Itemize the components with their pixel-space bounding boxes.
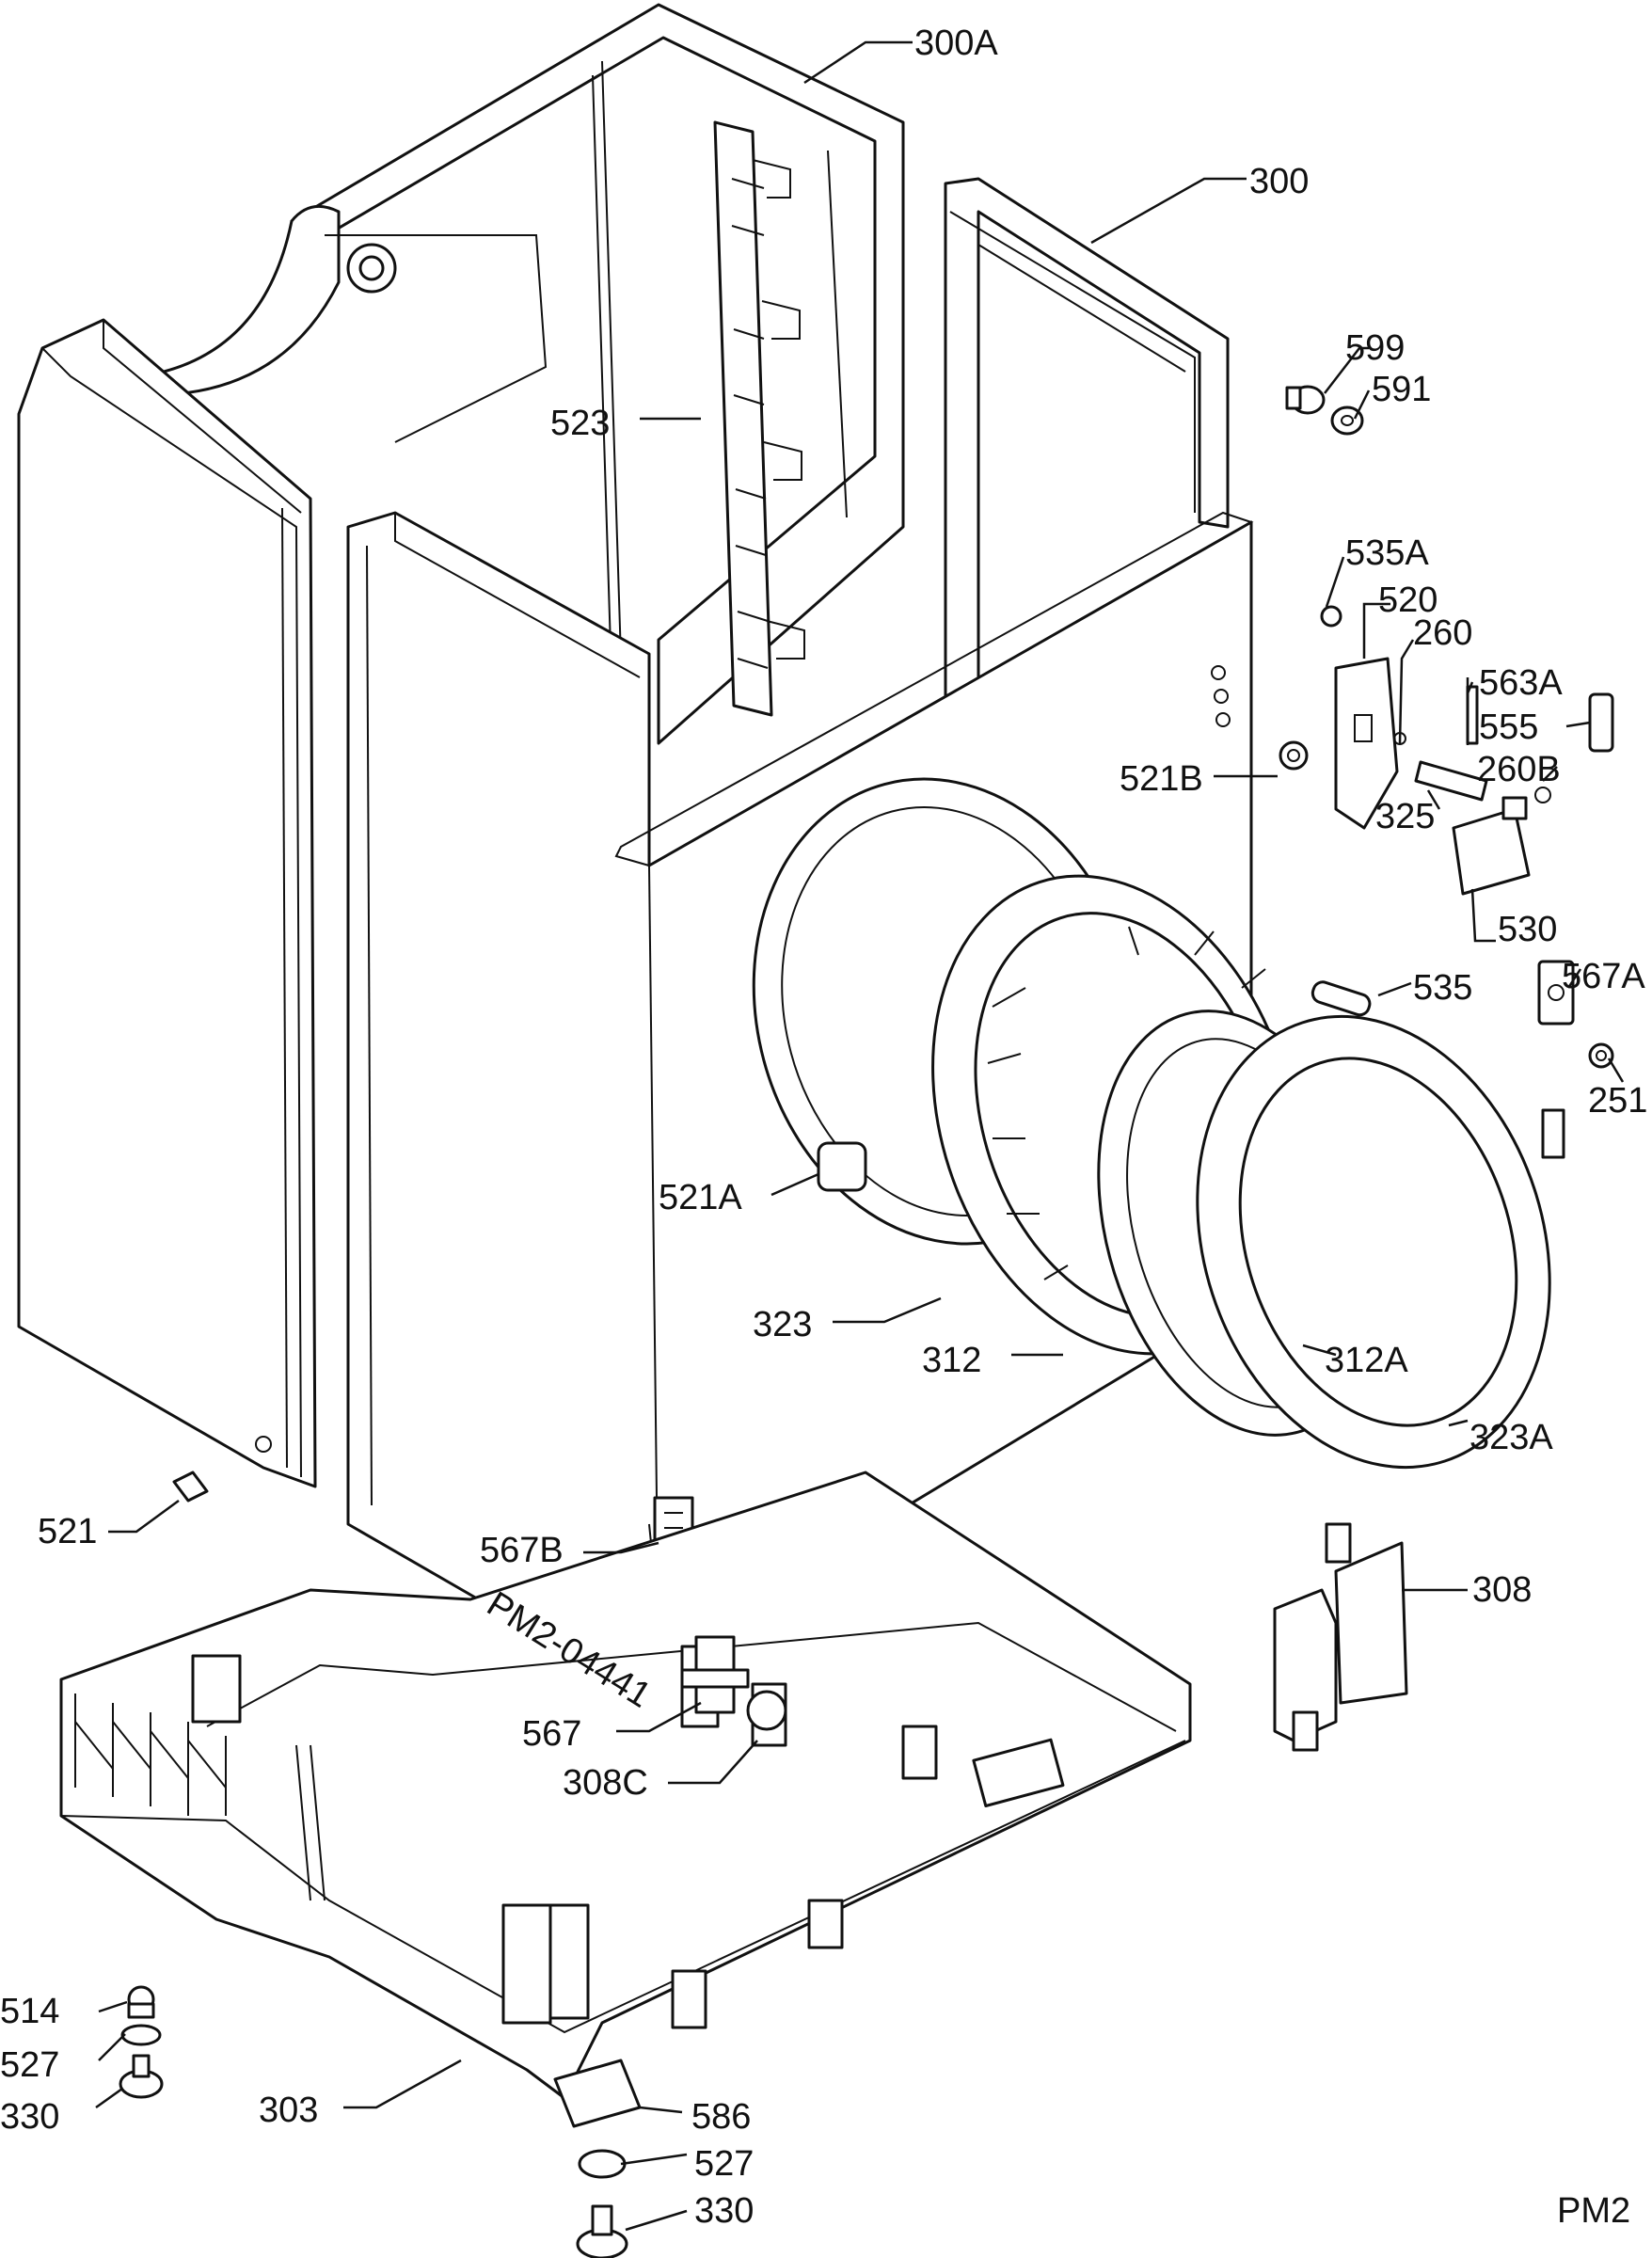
label-563A: 563A: [1479, 663, 1563, 703]
label-323A: 323A: [1469, 1418, 1553, 1457]
label-260: 260: [1413, 613, 1472, 653]
label-586: 586: [691, 2097, 751, 2137]
label-521A: 521A: [659, 1178, 742, 1217]
label-567B: 567B: [480, 1531, 564, 1570]
label-260B: 260B: [1477, 750, 1561, 789]
label-535: 535: [1413, 968, 1472, 1008]
door-hinge-308: [1273, 1522, 1408, 1752]
label-530: 530: [1498, 910, 1557, 949]
left-side-panel: [17, 318, 317, 1488]
label-325: 325: [1375, 797, 1435, 836]
label-520: 520: [1378, 580, 1438, 620]
rear-frame-300A: [139, 3, 905, 745]
label-567: 567: [522, 1714, 581, 1754]
label-312A: 312A: [1325, 1341, 1408, 1380]
base-frame-303: [59, 1471, 1192, 2128]
leader-lines: [95, 40, 1625, 2232]
label-599: 599: [1345, 328, 1405, 368]
label-527-left: 527: [0, 2045, 59, 2085]
label-514: 514: [0, 1992, 59, 2031]
label-251: 251: [1588, 1081, 1647, 1121]
label-312: 312: [922, 1341, 981, 1380]
sheet-code-label: PM2: [1557, 2191, 1630, 2231]
label-527-right: 527: [694, 2144, 754, 2184]
label-300: 300: [1249, 162, 1309, 201]
label-330-right: 330: [694, 2191, 754, 2231]
label-555: 555: [1479, 708, 1538, 747]
label-521: 521: [38, 1512, 97, 1551]
label-323: 323: [753, 1305, 812, 1344]
outer-door-ring-323A: [1196, 1014, 1565, 1470]
label-303: 303: [259, 2091, 318, 2130]
label-521B: 521B: [1120, 759, 1203, 799]
label-308: 308: [1472, 1570, 1532, 1610]
label-567A: 567A: [1562, 957, 1645, 996]
label-308C: 308C: [563, 1763, 648, 1803]
back-rail-523: [713, 120, 805, 717]
callout-labels: 300A 300 599 591 523 535A 520 260 563A 5…: [0, 24, 1647, 2231]
label-591: 591: [1372, 370, 1431, 409]
label-523: 523: [550, 404, 610, 443]
label-535A: 535A: [1345, 533, 1429, 573]
small-parts: [172, 385, 1614, 1575]
clips-567-308C: [680, 1635, 787, 1747]
label-330-left: 330: [0, 2097, 59, 2137]
label-300A: 300A: [914, 24, 998, 63]
